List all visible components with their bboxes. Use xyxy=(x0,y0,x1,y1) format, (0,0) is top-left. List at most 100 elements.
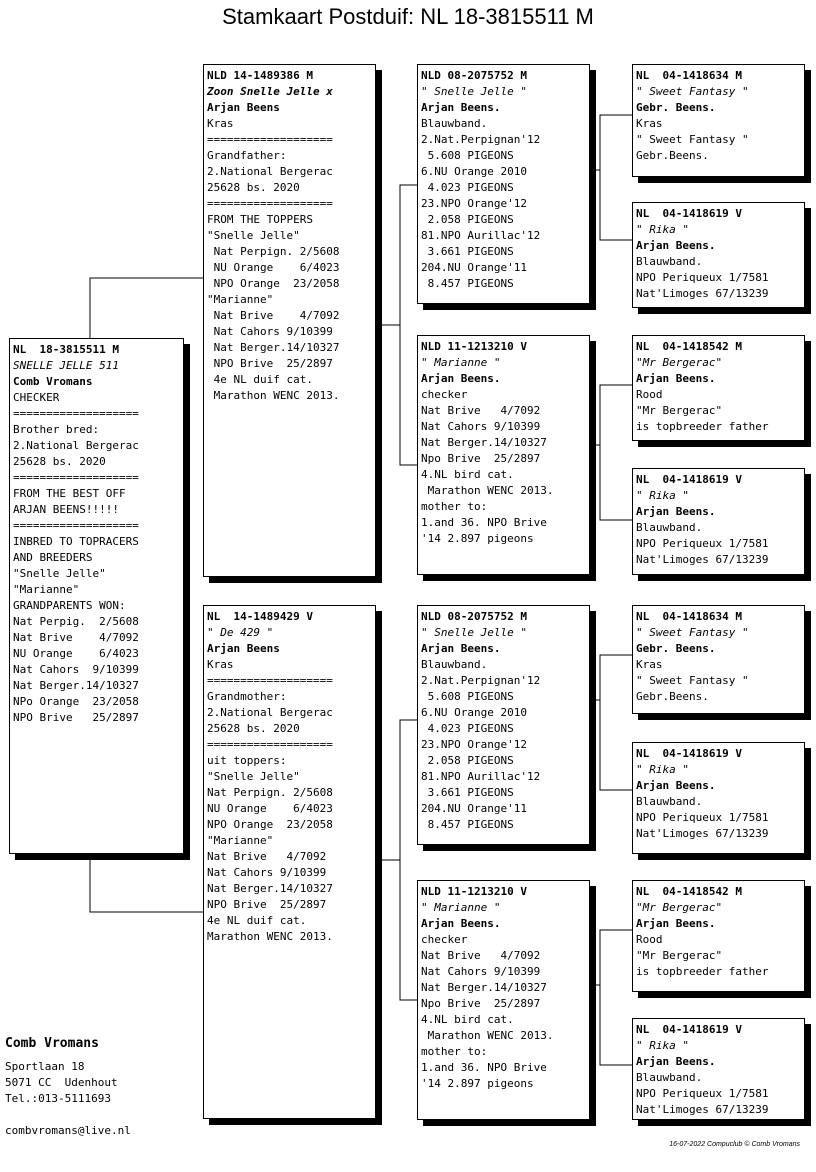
father-line: 2.National Bergerac xyxy=(207,165,333,178)
ff-line: 23.NPO Orange'12 xyxy=(421,197,527,210)
father-line: Nat Brive 4/7092 xyxy=(207,309,340,322)
mother-line: Marathon WENC 2013. xyxy=(207,930,333,943)
mmf-line: "Mr Bergerac" xyxy=(636,949,723,962)
mf-line: 2.Nat.Perpignan'12 xyxy=(421,674,541,687)
mf-line: 81.NPO Aurillac'12 xyxy=(421,770,541,783)
mmf-name: "Mr Bergerac" xyxy=(636,901,723,914)
father-ring: NLD 14-1489386 M xyxy=(207,69,313,82)
father-line: =================== xyxy=(207,133,333,146)
mfm-line: NPO Periqueux 1/7581 xyxy=(636,811,769,824)
mother-line: "Snelle Jelle" xyxy=(207,770,300,783)
father-name: Zoon Snelle Jelle x xyxy=(207,85,333,98)
fmm-ring: NL 04-1418619 V xyxy=(636,473,742,486)
mother-line: NU Orange 6/4023 xyxy=(207,802,333,815)
mm-line: 4.NL bird cat. xyxy=(421,1013,514,1026)
mother-line: Nat Berger.14/10327 xyxy=(207,882,333,895)
ff-line: 204.NU Orange'11 xyxy=(421,261,527,274)
father-line: Grandfather: xyxy=(207,149,287,162)
subject-line: 25628 bs. 2020 xyxy=(13,455,106,468)
mf-line: 3.661 PIGEONS xyxy=(421,786,514,799)
mf-line: Blauwband. xyxy=(421,658,488,671)
subject-line: "Marianne" xyxy=(13,583,80,596)
fm-line: mother to: xyxy=(421,500,488,513)
owner-street: Sportlaan 18 xyxy=(5,1060,85,1073)
subject-line: GRANDPARENTS WON: xyxy=(13,599,126,612)
owner-city: 5071 CC Udenhout xyxy=(5,1076,118,1089)
mother-line: Kras xyxy=(207,658,234,671)
mother-line: =================== xyxy=(207,738,333,751)
father-line: 25628 bs. 2020 xyxy=(207,181,300,194)
mother-line: uit toppers: xyxy=(207,754,287,767)
father-line: FROM THE TOPPERS xyxy=(207,213,313,226)
mm-line: Nat Cahors 9/10399 xyxy=(421,965,541,978)
mm-name: " Marianne " xyxy=(421,901,501,914)
mf-line: 4.023 PIGEONS xyxy=(421,722,514,735)
mf-line: 204.NU Orange'11 xyxy=(421,802,527,815)
mother-line: NPO Orange 23/2058 xyxy=(207,818,333,831)
ff-line: 2.058 PIGEONS xyxy=(421,213,514,226)
mother-owner: Arjan Beens xyxy=(207,642,280,655)
mmm-name: " Rika " xyxy=(636,1039,689,1052)
mfm-ring: NL 04-1418619 V xyxy=(636,747,742,760)
mm-line: mother to: xyxy=(421,1045,488,1058)
subject-owner: Comb Vromans xyxy=(13,375,93,388)
mother-card: NL 14-1489429 V " De 429 " Arjan Beens K… xyxy=(203,605,376,1119)
fm-line: Npo Brive 25/2897 xyxy=(421,452,541,465)
mff-line: Gebr.Beens. xyxy=(636,690,709,703)
mother-line: NPO Brive 25/2897 xyxy=(207,898,327,911)
mm-ring: NLD 11-1213210 V xyxy=(421,885,527,898)
mmf-line: is topbreeder father xyxy=(636,965,769,978)
subject-line: NPO Brive 25/2897 xyxy=(13,711,139,724)
subject-line: ARJAN BEENS!!!!! xyxy=(13,503,119,516)
fm-line: '14 2.897 pigeons xyxy=(421,532,534,545)
fff-line: Kras xyxy=(636,117,663,130)
ff-ring: NLD 08-2075752 M xyxy=(421,69,527,82)
fm-line: 1.and 36. NPO Brive xyxy=(421,516,547,529)
mfm-card: NL 04-1418619 V " Rika " Arjan Beens. Bl… xyxy=(632,742,805,854)
mf-name: " Snelle Jelle " xyxy=(421,626,527,639)
father-line: "Marianne" xyxy=(207,293,274,306)
mff-line: Kras xyxy=(636,658,663,671)
fmf-line: is topbreeder father xyxy=(636,420,769,433)
mmm-owner: Arjan Beens. xyxy=(636,1055,716,1068)
fmf-line: "Mr Bergerac" xyxy=(636,404,723,417)
mff-name: " Sweet Fantasy " xyxy=(636,626,749,639)
mother-line: "Marianne" xyxy=(207,834,274,847)
mff-card: NL 04-1418634 M " Sweet Fantasy " Gebr. … xyxy=(632,605,805,714)
mm-line: checker xyxy=(421,933,468,946)
subject-line: Brother bred: xyxy=(13,423,100,436)
mm-line: Nat Brive 4/7092 xyxy=(421,949,541,962)
mmm-line: NPO Periqueux 1/7581 xyxy=(636,1087,769,1100)
mmm-line: Nat'Limoges 67/13239 xyxy=(636,1103,769,1116)
father-line: Kras xyxy=(207,117,234,130)
ff-line: 8.457 PIGEONS xyxy=(421,277,514,290)
subject-card: NL 18-3815511 M SNELLE JELLE 511 Comb Vr… xyxy=(9,338,184,854)
mfm-line: Nat'Limoges 67/13239 xyxy=(636,827,769,840)
ff-line: 5.608 PIGEONS xyxy=(421,149,514,162)
owner-email[interactable]: combvromans@live.nl xyxy=(5,1124,131,1137)
fm-name: " Marianne " xyxy=(421,356,501,369)
fff-line: Gebr.Beens. xyxy=(636,149,709,162)
subject-line: =================== xyxy=(13,407,139,420)
mother-name: " De 429 " xyxy=(207,626,274,639)
fff-owner: Gebr. Beens. xyxy=(636,101,716,114)
mother-line: Grandmother: xyxy=(207,690,287,703)
mother-line: Nat Brive 4/7092 xyxy=(207,850,327,863)
father-line: NPO Orange 23/2058 xyxy=(207,277,340,290)
mff-owner: Gebr. Beens. xyxy=(636,642,716,655)
subject-line: NPo Orange 23/2058 xyxy=(13,695,139,708)
mother-line: 4e NL duif cat. xyxy=(207,914,307,927)
mmf-card: NL 04-1418542 M "Mr Bergerac" Arjan Been… xyxy=(632,880,805,992)
fm-line: Nat Brive 4/7092 xyxy=(421,404,541,417)
mother-line: 25628 bs. 2020 xyxy=(207,722,300,735)
mm-line: Nat Berger.14/10327 xyxy=(421,981,547,994)
ffm-line: Nat'Limoges 67/13239 xyxy=(636,287,769,300)
mmf-owner: Arjan Beens. xyxy=(636,917,716,930)
father-line: NU Orange 6/4023 xyxy=(207,261,340,274)
fm-line: 4.NL bird cat. xyxy=(421,468,514,481)
fmf-card: NL 04-1418542 M "Mr Bergerac" Arjan Been… xyxy=(632,335,805,441)
ffm-name: " Rika " xyxy=(636,223,689,236)
subject-line: AND BREEDERS xyxy=(13,551,93,564)
subject-line: Nat Brive 4/7092 xyxy=(13,631,139,644)
mother-line: Nat Cahors 9/10399 xyxy=(207,866,327,879)
